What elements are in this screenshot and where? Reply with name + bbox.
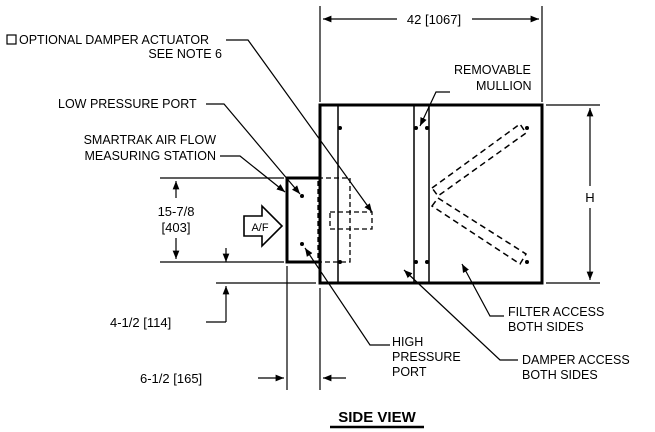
station-height-label-2: [403] [162,220,191,235]
actuator-label-1: OPTIONAL DAMPER ACTUATOR [19,33,209,47]
leader-lines [206,39,518,361]
airflow-station-label-2: MEASURING STATION [85,149,217,163]
damper-access-label-2: BOTH SIDES [522,368,598,382]
low-pressure-port-label: LOW PRESSURE PORT [58,97,197,111]
overall-length-label: 42 [1067] [407,12,461,27]
filter-access-label-1: FILTER ACCESS [508,305,604,319]
damper-actuator [317,177,373,263]
station-depth-label: 6-1/2 [165] [140,371,202,386]
station-height-dimension [160,177,284,263]
height-label: H [585,190,594,205]
removable-mullion-label-2: MULLION [476,79,532,93]
station-height-label-1: 15-7/8 [158,204,195,219]
overall-length-dimension [319,6,543,102]
view-title: SIDE VIEW [338,409,416,426]
airflow-measuring-station [285,176,322,264]
height-dimension [546,104,600,284]
bottom-offset-label: 4-1/2 [114] [110,315,171,330]
bottom-offset-dimension [206,248,316,323]
station-depth-dimension [258,266,346,390]
v-filter [430,122,528,266]
removable-mullion-label-1: REMOVABLE [454,63,531,77]
optional-checkbox-icon [6,34,17,45]
actuator-label-2: SEE NOTE 6 [148,47,222,61]
airflow-station-label-1: SMARTRAK AIR FLOW [84,133,217,147]
high-pressure-port-label-2: PRESSURE [392,350,461,364]
damper-access-label-1: DAMPER ACCESS [522,353,630,367]
high-pressure-port-label-3: PORT [392,365,427,379]
airflow-arrow: A/F [243,204,284,248]
af-tag: A/F [251,222,268,234]
fastener-dots [338,126,529,264]
filter-access-label-2: BOTH SIDES [508,320,584,334]
high-pressure-port-label-1: HIGH [392,335,423,349]
